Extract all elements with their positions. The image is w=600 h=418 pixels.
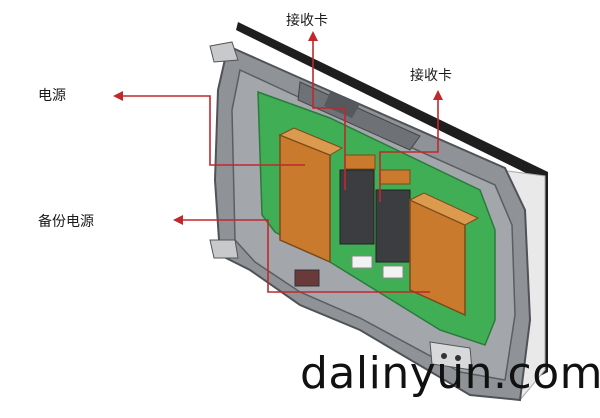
receiving-card-right (375, 189, 411, 263)
connector-block (379, 169, 411, 185)
watermark-text: dalinyun.com (300, 348, 600, 399)
label-receiving-card-2: 接收卡 (410, 68, 452, 84)
label-backup-power-supply: 备份电源 (38, 214, 94, 230)
arrow-backup-power-supply (173, 215, 430, 293)
corner-lug-bottom-left (209, 239, 239, 259)
corner-lug-bottom-right (429, 341, 473, 371)
corner-lug-top-left (209, 41, 239, 63)
white-connector (351, 255, 373, 269)
power-module (279, 133, 331, 264)
backup-power-module-top (408, 192, 480, 226)
connector-block (344, 154, 376, 170)
lug-hole (455, 355, 461, 361)
white-connector (382, 265, 404, 279)
label-power-supply: 电源 (38, 88, 66, 104)
bottom-port (294, 269, 320, 287)
arrow-power-supply (113, 91, 305, 166)
arrow-receiving-card-1 (308, 31, 346, 190)
arrow-receiving-card-2 (379, 90, 443, 202)
power-module-top (278, 127, 344, 156)
receiving-card-connector (324, 92, 360, 118)
lug-hole (441, 353, 447, 359)
label-receiving-card-1: 接收卡 (286, 13, 328, 29)
